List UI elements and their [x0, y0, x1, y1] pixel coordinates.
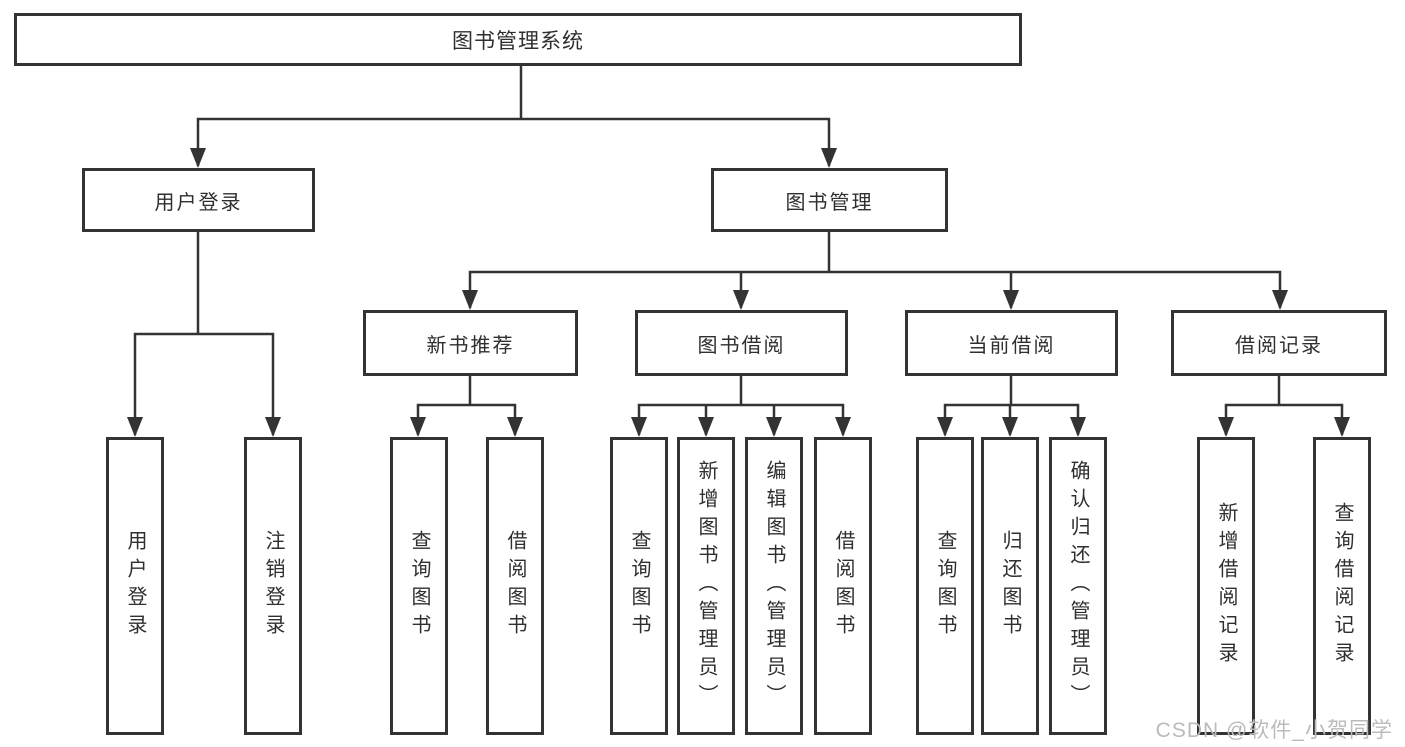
node-label: 当前借阅 — [967, 334, 1056, 357]
node-label: 编辑图书（管理员） — [763, 460, 785, 712]
node-label: 图书借阅 — [697, 334, 786, 357]
node-new-book-recommend: 新书推荐 — [363, 310, 578, 376]
node-label: 查询图书 — [628, 530, 650, 642]
leaf-query-books-current: 查询图书 — [916, 437, 974, 735]
node-label: 查询借阅记录 — [1331, 502, 1353, 670]
node-label: 借阅图书 — [504, 530, 526, 642]
leaf-query-books-recommend: 查询图书 — [390, 437, 448, 735]
node-label: 新增图书（管理员） — [695, 460, 717, 712]
leaf-user-login: 用户登录 — [106, 437, 164, 735]
leaf-add-borrow-record: 新增借阅记录 — [1197, 437, 1255, 735]
leaf-add-books-admin: 新增图书（管理员） — [677, 437, 735, 735]
node-library-management-system: 图书管理系统 — [14, 13, 1022, 66]
node-label: 用户登录 — [124, 530, 146, 642]
node-label: 新增借阅记录 — [1215, 502, 1237, 670]
node-book-borrowing: 图书借阅 — [635, 310, 848, 376]
leaf-borrow-books-recommend: 借阅图书 — [486, 437, 544, 735]
node-user-login: 用户登录 — [82, 168, 315, 232]
node-label: 图书管理 — [785, 191, 874, 214]
leaf-confirm-return-admin: 确认归还（管理员） — [1049, 437, 1107, 735]
leaf-query-borrow-record: 查询借阅记录 — [1313, 437, 1371, 735]
node-label: 查询图书 — [934, 530, 956, 642]
node-label: 新书推荐 — [426, 334, 515, 357]
leaf-query-books-borrowing: 查询图书 — [610, 437, 668, 735]
leaf-logout: 注销登录 — [244, 437, 302, 735]
leaf-return-books: 归还图书 — [981, 437, 1039, 735]
node-label: 注销登录 — [262, 530, 284, 642]
node-label: 查询图书 — [408, 530, 430, 642]
node-label: 借阅记录 — [1235, 334, 1323, 357]
csdn-watermark: CSDN @软件_小贺同学 — [1155, 719, 1393, 742]
node-label: 用户登录 — [154, 191, 243, 214]
node-borrowing-records: 借阅记录 — [1171, 310, 1387, 376]
node-current-borrowing: 当前借阅 — [905, 310, 1118, 376]
node-book-management: 图书管理 — [711, 168, 948, 232]
node-label: 借阅图书 — [832, 530, 854, 642]
leaf-edit-books-admin: 编辑图书（管理员） — [745, 437, 803, 735]
leaf-borrow-books-borrowing: 借阅图书 — [814, 437, 872, 735]
node-label: 归还图书 — [999, 530, 1021, 642]
node-label: 确认归还（管理员） — [1067, 460, 1089, 712]
node-label: 图书管理系统 — [452, 29, 584, 53]
